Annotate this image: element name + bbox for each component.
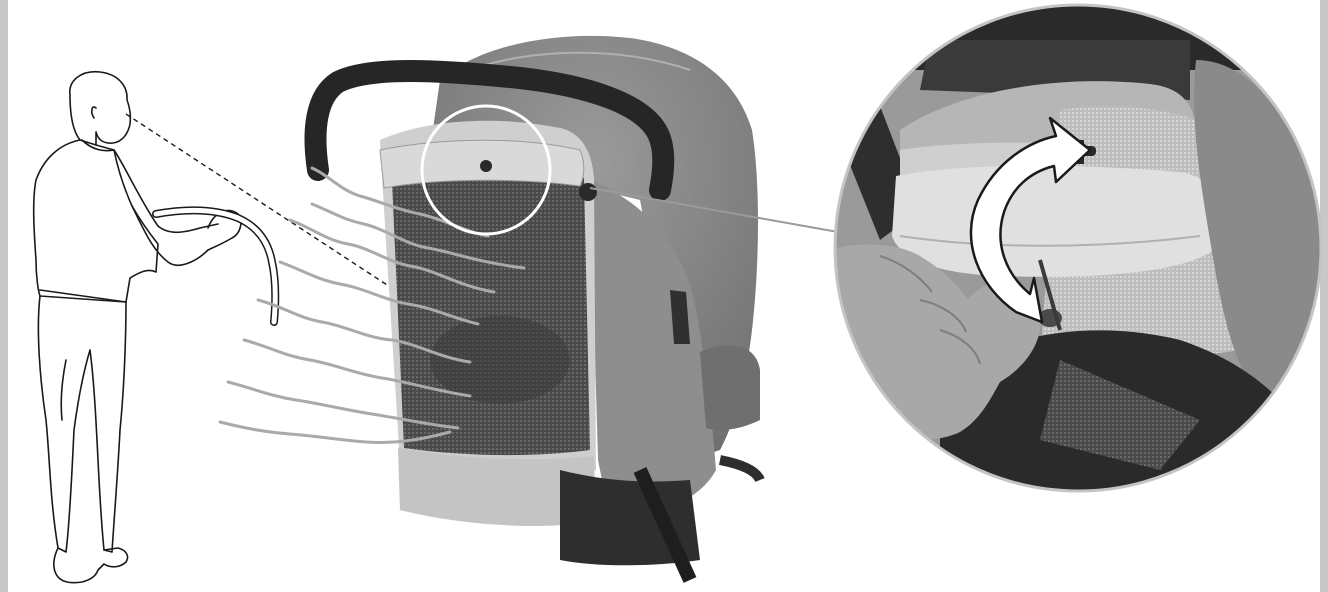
parent-stroller-handle [156, 211, 275, 322]
parent-legs [38, 296, 126, 552]
canopy-side-knob [579, 183, 597, 201]
parent-shoes [54, 548, 128, 583]
parent-arm [114, 150, 218, 232]
parent-head [70, 72, 131, 145]
canopy-toggle-clip [480, 160, 492, 172]
zoom-callout-magnifier [830, 0, 1328, 500]
parent-knee-line [61, 360, 66, 420]
stroller [315, 36, 760, 580]
parent-ear [92, 107, 96, 118]
parent-waist [40, 290, 126, 302]
parent-figure [34, 72, 241, 583]
canopy-mesh-window [392, 175, 590, 456]
